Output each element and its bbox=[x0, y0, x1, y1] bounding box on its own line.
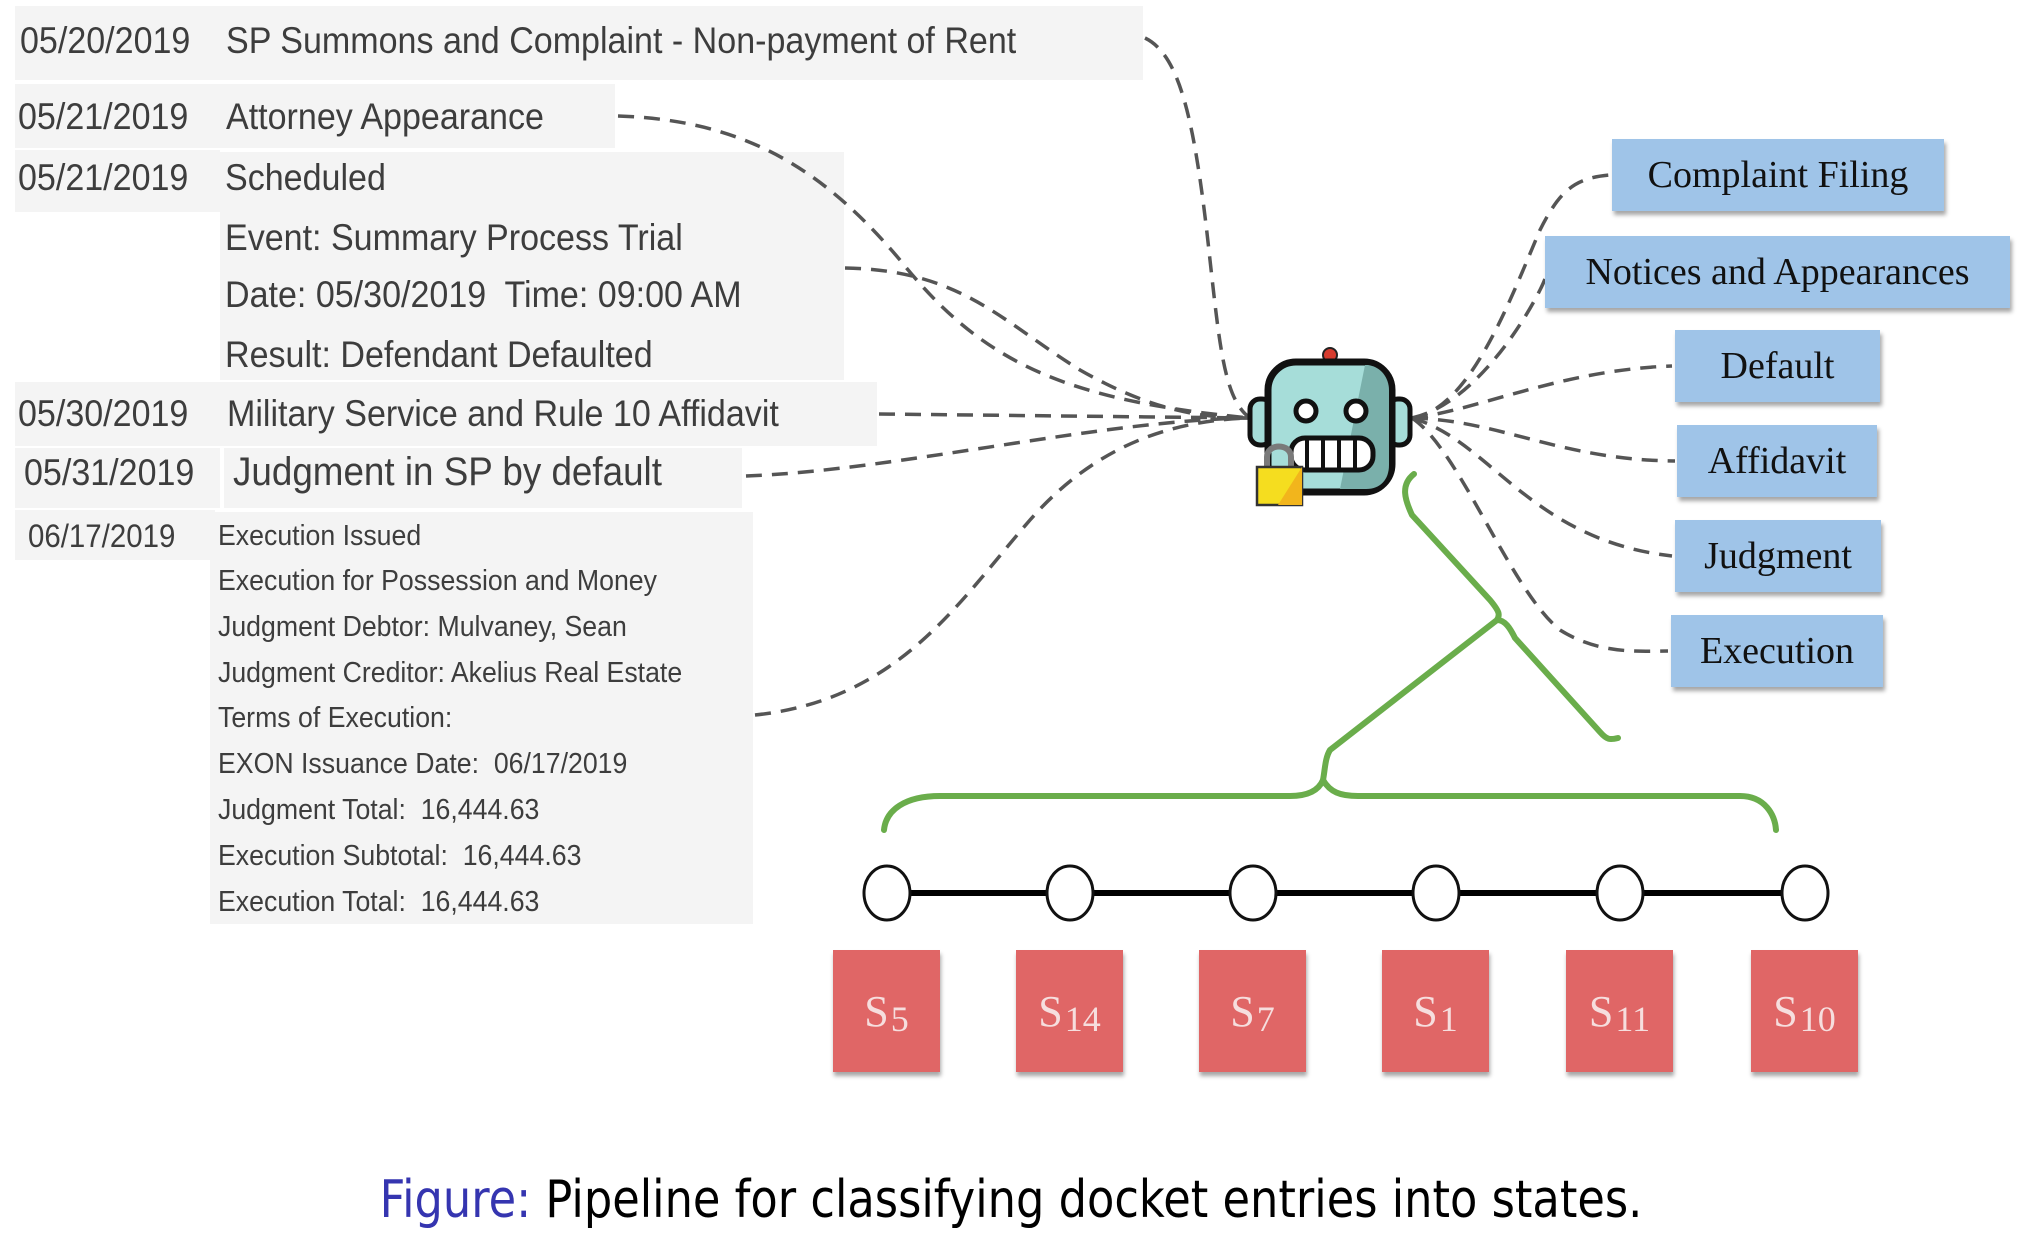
category-box-complaint-filing: Complaint Filing bbox=[1612, 139, 1944, 211]
docket-entry-bg bbox=[15, 510, 215, 560]
connector-line bbox=[617, 114, 1251, 420]
connector-line bbox=[1411, 270, 1548, 420]
classifier bbox=[1240, 345, 1420, 510]
state-subscript: 5 bbox=[890, 999, 909, 1039]
timeline-node bbox=[1411, 864, 1461, 922]
connector-line bbox=[1411, 416, 1669, 653]
docket-entry-bg bbox=[15, 448, 220, 508]
docket-detail: Execution for Possession and Money bbox=[218, 565, 657, 597]
docket-entry-bg bbox=[15, 382, 877, 446]
timeline-node bbox=[1780, 864, 1830, 922]
docket-entry-bg bbox=[15, 6, 1143, 80]
caption-text: Pipeline for classifying docket entries … bbox=[531, 1170, 1643, 1230]
docket-entry-bg bbox=[15, 150, 220, 212]
figure-caption: Figure: Pipeline for classifying docket … bbox=[142, 1170, 1881, 1230]
lock-icon bbox=[1255, 443, 1304, 507]
state-subscript: 14 bbox=[1064, 999, 1101, 1039]
timeline-node bbox=[1228, 864, 1278, 922]
docket-detail: Date: 05/30/2019 Time: 09:00 AM bbox=[225, 274, 742, 315]
state-base: S bbox=[1773, 986, 1798, 1036]
docket-detail: Judgment Creditor: Akelius Real Estate bbox=[218, 657, 683, 689]
connector-line bbox=[1144, 36, 1252, 420]
connector-line bbox=[754, 416, 1251, 717]
state-subscript: 11 bbox=[1615, 999, 1651, 1039]
connector-line bbox=[1411, 364, 1673, 420]
category-box-affidavit: Affidavit bbox=[1677, 425, 1877, 497]
docket-entry-bg bbox=[210, 512, 753, 924]
docket-entry-bg bbox=[224, 448, 742, 508]
timeline-node bbox=[1595, 864, 1645, 922]
state-subscript: 10 bbox=[1799, 999, 1836, 1039]
connector-line bbox=[844, 266, 1251, 420]
state-subscript: 7 bbox=[1256, 999, 1275, 1039]
state-base: S bbox=[1413, 986, 1438, 1036]
state-subscript: 1 bbox=[1439, 999, 1458, 1039]
category-box-notices-and-appearances: Notices and Appearances bbox=[1545, 236, 2010, 308]
docket-date: 05/21/2019 bbox=[18, 96, 189, 137]
docket-text: Scheduled bbox=[225, 157, 386, 198]
docket-detail: Terms of Execution: bbox=[218, 702, 453, 734]
connector-line bbox=[1411, 416, 1673, 558]
state-base: S bbox=[1038, 986, 1063, 1036]
docket-text: Military Service and Rule 10 Affidavit bbox=[227, 393, 779, 434]
docket-detail: Judgment Debtor: Mulvaney, Sean bbox=[218, 611, 627, 643]
docket-date: 05/31/2019 bbox=[24, 452, 195, 493]
docket-text: Execution Issued bbox=[218, 520, 422, 552]
docket-date: 05/20/2019 bbox=[20, 20, 191, 61]
category-box-default: Default bbox=[1675, 330, 1880, 402]
caption-label: Figure: bbox=[379, 1170, 532, 1230]
timeline-node bbox=[862, 864, 912, 922]
state-base: S bbox=[1588, 986, 1614, 1036]
docket-detail: Execution Subtotal: 16,444.63 bbox=[218, 840, 582, 872]
docket-detail: Judgment Total: 16,444.63 bbox=[218, 794, 540, 826]
connector-line bbox=[745, 416, 1251, 478]
docket-detail: Event: Summary Process Trial bbox=[225, 217, 683, 258]
state-base: S bbox=[864, 986, 889, 1036]
state-group-brace bbox=[881, 471, 1779, 833]
docket-date: 05/21/2019 bbox=[18, 157, 189, 198]
docket-entry-bg bbox=[15, 84, 615, 148]
connector-line bbox=[1411, 416, 1676, 463]
docket-text: Attorney Appearance bbox=[226, 96, 544, 137]
robot-icon bbox=[1247, 347, 1413, 507]
category-box-execution: Execution bbox=[1671, 615, 1883, 687]
docket-date: 06/17/2019 bbox=[28, 518, 176, 554]
docket-date: 05/30/2019 bbox=[18, 393, 189, 434]
docket-text: Judgment in SP by default bbox=[233, 450, 662, 494]
docket-detail: Execution Total: 16,444.63 bbox=[218, 886, 540, 918]
docket-detail: Result: Defendant Defaulted bbox=[225, 334, 653, 375]
timeline-node bbox=[1045, 864, 1095, 922]
state-base: S bbox=[1230, 986, 1255, 1036]
docket-text: SP Summons and Complaint - Non-payment o… bbox=[226, 20, 1017, 61]
category-box-judgment: Judgment bbox=[1675, 520, 1881, 592]
docket-detail: EXON Issuance Date: 06/17/2019 bbox=[218, 748, 628, 780]
connector-line bbox=[878, 412, 1251, 420]
connector-line bbox=[1411, 173, 1611, 420]
docket-entry-bg bbox=[220, 152, 844, 380]
